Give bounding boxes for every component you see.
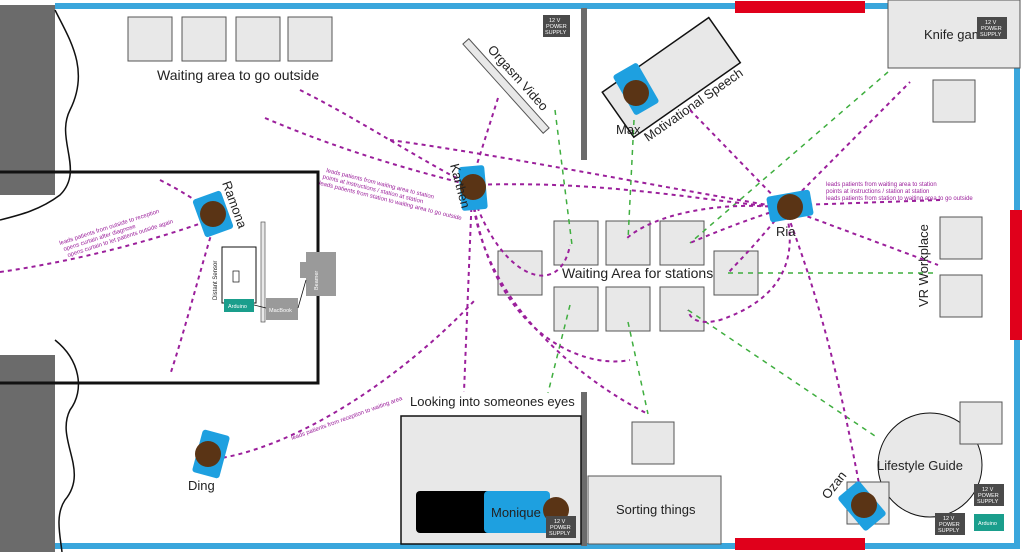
note-ramona: leads patients from outside to reception…: [59, 209, 174, 259]
arduino-reception: [224, 299, 254, 312]
distant-sensor-label: Distant Sensor: [213, 261, 219, 300]
svg-text:SUPPLY: SUPPLY: [549, 531, 571, 537]
svg-text:12 V: 12 V: [554, 519, 566, 525]
waiting-outside-label: Waiting area to go outside: [157, 67, 319, 83]
power-supply-lifestyle-1: 12 V POWER SUPPLY: [974, 484, 1004, 506]
svg-text:12 V: 12 V: [982, 487, 994, 493]
power-supply-lifestyle-2: 12 V POWER SUPPLY: [935, 513, 965, 535]
curtain-top: [0, 9, 80, 221]
person-ria: Ria: [766, 189, 814, 239]
wall-block-bottom-left: [0, 355, 55, 552]
orgasm-video-screen: [462, 38, 550, 134]
vr-workplace-label: VR Workplace: [916, 224, 931, 307]
lifestyle-table: [877, 412, 983, 518]
ozan-head: [851, 492, 877, 518]
vr-chair-2: [939, 274, 983, 318]
person-ozan: Ozan: [819, 468, 886, 531]
chair-outside-3: [235, 16, 281, 62]
door-right: [1010, 210, 1022, 340]
svg-text:leads patients from reception: leads patients from reception to waiting…: [291, 396, 404, 442]
ria-label: Ria: [776, 224, 796, 239]
svg-text:POWER: POWER: [546, 24, 567, 30]
knife-game-label: Knife gam: [924, 27, 983, 42]
power-supply-monique: 12 V POWER SUPPLY: [546, 516, 576, 538]
svg-text:SUPPLY: SUPPLY: [980, 32, 1002, 38]
purple-paths: [0, 81, 941, 501]
lifestyle-chair: [959, 401, 1003, 445]
distant-sensor-icon: [232, 270, 240, 283]
arduino-lifestyle: [974, 514, 1004, 531]
note-ding: leads patients from reception to waiting…: [291, 396, 404, 442]
cable-1: [253, 304, 267, 309]
bed-black: [416, 491, 496, 533]
svg-text:12 V: 12 V: [943, 516, 955, 522]
station-chair-3: [659, 220, 705, 266]
person-ramona: Ramona: [192, 179, 250, 238]
svg-text:POWER: POWER: [939, 522, 960, 528]
monique-label: Monique: [491, 505, 541, 520]
macbook: [266, 298, 298, 320]
wall-top: [55, 3, 1020, 9]
karthen-head: [460, 174, 486, 200]
sorting-table: [587, 475, 722, 545]
ria-head: [777, 194, 803, 220]
door-bottom: [735, 538, 865, 550]
chair-outside-1: [127, 16, 173, 62]
svg-text:12 V: 12 V: [549, 18, 561, 24]
person-karthen: Karthen: [447, 162, 488, 211]
svg-text:leads patients from waiting ar: leads patients from waiting area to stat…: [826, 182, 937, 188]
station-chair-4: [553, 286, 599, 332]
ding-label: Ding: [188, 478, 215, 493]
ramona-head: [200, 201, 226, 227]
arduino-reception-label: Arduino: [228, 304, 247, 310]
arduino-lifestyle-label: Arduino: [978, 521, 997, 527]
wall-block-top-left: [0, 5, 55, 195]
station-chair-left: [497, 250, 543, 296]
station-chair-6: [659, 286, 705, 332]
sorting-label: Sorting things: [616, 502, 696, 517]
looking-eyes-label: Looking into someones eyes: [410, 394, 575, 409]
svg-text:12 V: 12 V: [985, 20, 997, 26]
door-top: [735, 1, 865, 13]
svg-text:SUPPLY: SUPPLY: [938, 528, 960, 534]
beamer: [306, 252, 336, 296]
note-karthen: leads patients from waiting area to stat…: [318, 168, 462, 222]
max-head: [623, 80, 649, 106]
ding-head: [195, 441, 221, 467]
svg-text:POWER: POWER: [981, 26, 1002, 32]
lifestyle-label: Lifestyle Guide: [877, 458, 963, 473]
note-ria: leads patients from waiting area to stat…: [826, 182, 973, 202]
divider-wall-bottom: [581, 392, 587, 546]
cable-2: [297, 279, 307, 309]
svg-text:SUPPLY: SUPPLY: [545, 30, 567, 36]
person-max: Max: [613, 63, 659, 137]
chair-outside-4: [287, 16, 333, 62]
wall-bottom: [55, 543, 1020, 549]
svg-text:points at instructions / stati: points at instructions / station at stat…: [826, 189, 929, 195]
macbook-label: MacBook: [269, 308, 292, 314]
looking-eyes-chair: [631, 421, 675, 465]
power-supply-knife: 12 V POWER SUPPLY: [977, 17, 1007, 39]
waiting-stations-label: Waiting Area for stations: [562, 265, 713, 281]
power-supply-top: 12 V POWER SUPPLY: [543, 15, 570, 37]
station-chair-1: [553, 220, 599, 266]
svg-text:leads patients from station to: leads patients from station to waiting a…: [826, 196, 973, 202]
knife-game-chair: [932, 79, 976, 123]
beamer-mount: [300, 262, 308, 278]
curtain-bottom: [54, 339, 80, 553]
vr-chair-1: [939, 216, 983, 260]
person-ding: Ding: [188, 429, 230, 493]
bed-blue: [484, 491, 550, 533]
beamer-label: Beamer: [314, 271, 320, 290]
svg-text:SUPPLY: SUPPLY: [977, 499, 999, 505]
svg-text:POWER: POWER: [550, 525, 571, 531]
chair-outside-2: [181, 16, 227, 62]
max-label: Max: [616, 122, 641, 137]
divider-wall-top: [581, 8, 587, 160]
svg-text:POWER: POWER: [978, 493, 999, 499]
screen-panel: [260, 221, 266, 323]
